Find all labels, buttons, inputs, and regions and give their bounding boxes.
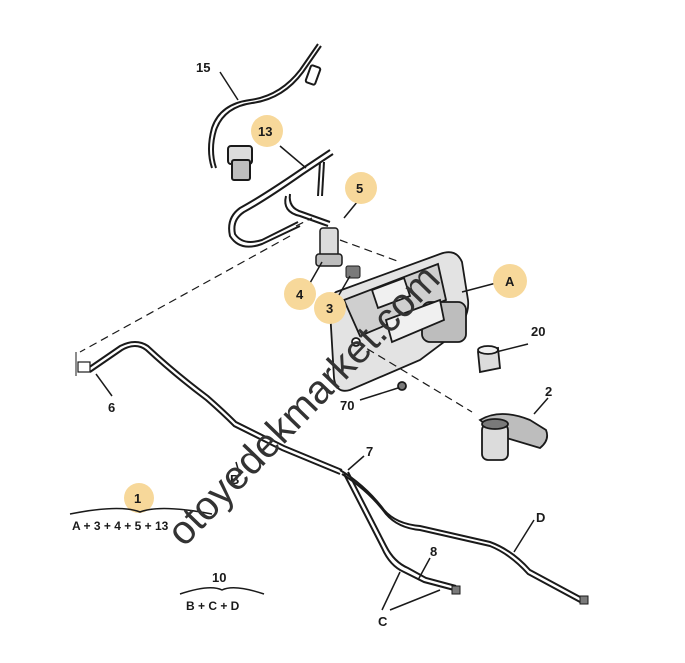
hose-C	[343, 471, 461, 595]
group-1-brace	[69, 507, 213, 515]
leader-lines	[95, 71, 549, 611]
callout-8: 8	[430, 544, 437, 559]
washer-reservoir-A	[329, 251, 470, 392]
callout-4: 4	[296, 287, 304, 302]
callout-3: 3	[326, 301, 333, 316]
callout-B: B	[230, 472, 239, 487]
callout-highlights	[124, 115, 527, 513]
group-1-formula: A + 3 + 4 + 5 + 13	[72, 519, 169, 533]
hose-5	[284, 193, 331, 227]
hose-D	[339, 469, 589, 605]
group-1-number: 1	[134, 491, 141, 506]
dashed-leaders	[79, 217, 473, 413]
callout-2: 2	[545, 384, 552, 399]
callout-6: 6	[108, 400, 115, 415]
hose-6	[75, 341, 343, 475]
hose-13	[228, 149, 334, 248]
group-10-formula: B + C + D	[186, 599, 240, 613]
connector-3	[345, 265, 361, 279]
callout-C: C	[378, 614, 388, 629]
filler-neck-2	[478, 413, 549, 461]
group-10-number: 10	[212, 570, 226, 585]
callout-A: A	[505, 274, 515, 289]
washer-pump-4	[315, 227, 343, 267]
callout-5: 5	[356, 181, 363, 196]
callout-13: 13	[258, 124, 272, 139]
group-10: 10 B + C + D	[179, 570, 265, 613]
group-10-brace	[179, 587, 265, 595]
callout-7: 7	[366, 444, 373, 459]
callout-labels: 15 13 5 A 4 3 20 2 70 6 7 B D 8 C	[108, 60, 552, 629]
callout-D: D	[536, 510, 545, 525]
callout-70: 70	[340, 398, 354, 413]
group-1: 1 A + 3 + 4 + 5 + 13	[69, 491, 213, 533]
callout-20: 20	[531, 324, 545, 339]
callout-15: 15	[196, 60, 210, 75]
wiring-harness-15	[208, 43, 322, 181]
filler-cap-20	[477, 345, 501, 374]
